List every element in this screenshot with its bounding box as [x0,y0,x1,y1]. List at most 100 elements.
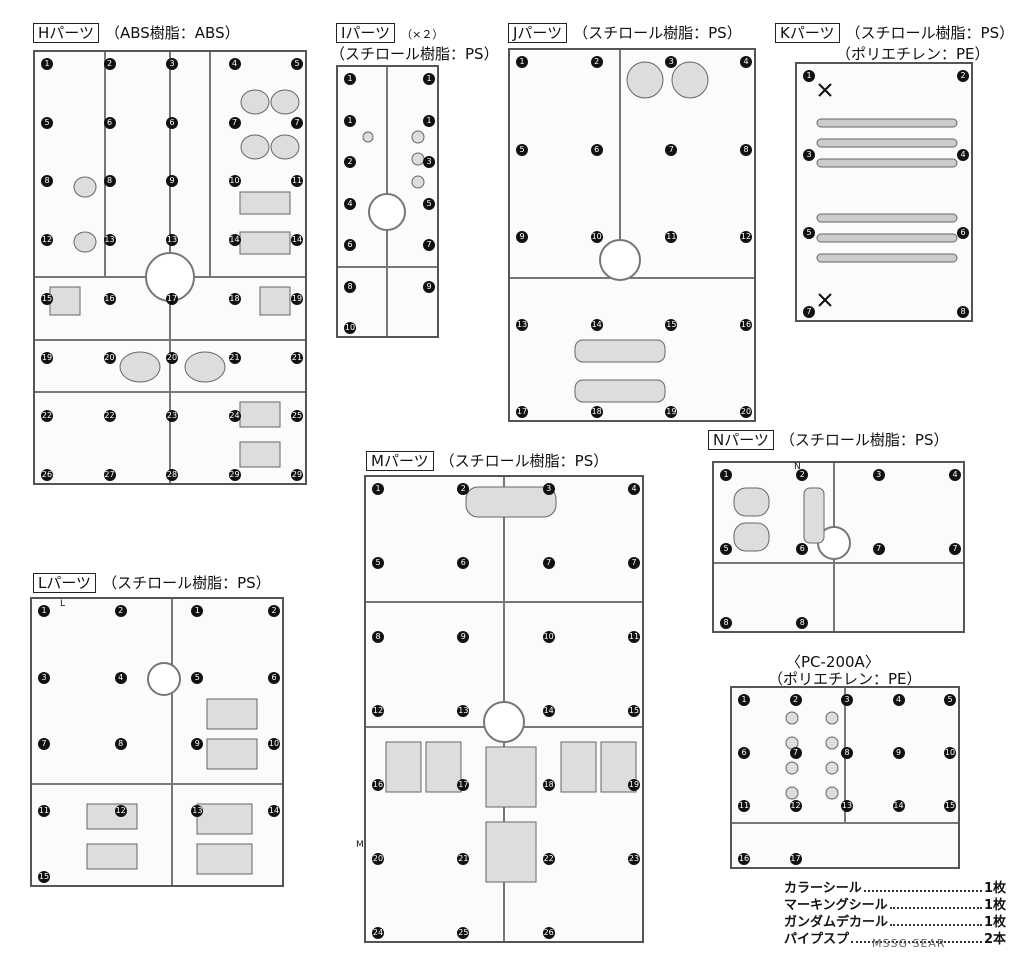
runner-pc-gates [732,688,958,824]
part-number-l: 12 [114,804,127,817]
part-number-j: 15 [665,318,678,331]
part-number-l: 13 [191,804,204,817]
part-number-m: 21 [457,853,470,865]
runner-j [508,48,756,422]
part-number-pc: 2 [789,694,802,706]
part-number-n: 6 [796,543,809,555]
part-number-h: 7 [291,116,303,129]
watermark: MSSG·SEAR [872,937,946,950]
runner-pc-material: （ポリエチレン：PE） [768,670,922,688]
part-number-h: 13 [103,234,116,247]
part-number-k: 3 [803,148,815,161]
part-number-pc: 3 [841,694,853,706]
part-number-m: 18 [542,779,555,791]
part-number-h: 19 [41,351,53,364]
runner-n-gates [714,463,963,631]
part-number-j: 1 [516,56,528,68]
part-number-pc: 16 [738,853,750,865]
part-number-j: 9 [516,231,528,243]
part-number-pc: 5 [944,694,956,706]
part-number-j: 8 [740,143,752,156]
part-number-h: 27 [103,469,116,481]
part-number-m: 2 [457,483,470,495]
part-number-i: 1 [344,73,356,85]
part-number-pc: 9 [892,747,905,759]
part-number-l: 2 [114,605,127,617]
runner-l [30,597,284,887]
part-number-i: 1 [423,73,435,85]
part-number-h: 20 [166,351,178,364]
part-number-i: 6 [344,239,356,251]
part-number-j: 19 [665,406,678,418]
part-number-j: 6 [590,143,603,156]
part-number-l: 5 [191,671,204,684]
part-number-m: 12 [372,705,384,717]
runner-m-tag: M [356,840,364,850]
part-number-h: 19 [291,292,303,305]
part-number-k: 4 [957,148,969,161]
part-number-l: 1 [191,605,204,617]
runner-k-label: Kパーツ（スチロール樹脂：PS） [775,23,1014,43]
part-number-m: 8 [372,631,384,643]
part-number-h: 7 [228,116,241,129]
part-number-h: 20 [103,351,116,364]
runner-i-gates [338,67,437,336]
part-number-h: 22 [41,410,53,423]
part-number-h: 22 [103,410,116,423]
part-number-pc: 8 [841,747,853,759]
part-number-m: 19 [628,779,640,791]
part-number-n: 8 [720,617,732,629]
part-number-k: 1 [803,70,815,82]
part-number-n: 5 [720,543,732,555]
part-number-j: 10 [590,231,603,243]
part-number-i: 1 [344,114,356,127]
part-number-m: 22 [542,853,555,865]
part-number-i: 3 [423,156,435,168]
part-number-m: 24 [372,927,384,939]
part-number-m: 7 [542,557,555,569]
part-number-i: 5 [423,197,435,210]
part-number-h: 26 [41,469,53,481]
part-number-i: 10 [344,322,356,334]
part-number-j: 11 [665,231,678,243]
part-number-m: 17 [457,779,470,791]
part-number-m: 5 [372,557,384,569]
runner-j-label: Jパーツ（スチロール樹脂：PS） [508,23,742,43]
part-number-j: 20 [740,406,752,418]
part-number-j: 13 [516,318,528,331]
runner-l-gates [32,599,282,885]
part-number-h: 17 [166,292,178,305]
part-number-l: 10 [268,738,280,750]
part-number-l: 14 [268,804,280,817]
part-number-pc: 11 [738,800,750,812]
part-number-h: 8 [41,175,53,188]
part-number-h: 12 [41,234,53,247]
part-number-j: 16 [740,318,752,331]
part-number-k: 8 [957,306,969,318]
part-number-h: 6 [103,116,116,129]
part-number-m: 25 [457,927,470,939]
part-number-h: 2 [103,58,116,70]
part-number-pc: 17 [789,853,802,865]
part-number-j: 17 [516,406,528,418]
part-number-i: 2 [344,156,356,168]
part-number-l: 11 [38,804,50,817]
part-number-m: 10 [542,631,555,643]
part-number-h: 14 [291,234,303,247]
part-number-h: 16 [103,292,116,305]
runner-l-tag: L [60,599,66,609]
part-number-k: 5 [803,227,815,240]
part-number-h: 13 [166,234,178,247]
part-number-l: 4 [114,671,127,684]
part-number-i: 8 [344,280,356,293]
runner-pc [730,686,960,869]
part-number-pc: 1 [738,694,750,706]
part-number-pc: 12 [789,800,802,812]
part-number-m: 13 [457,705,470,717]
part-number-n: 2 [796,469,809,481]
part-number-j: 4 [740,56,752,68]
runner-i-material: （スチロール樹脂：PS） [330,45,499,63]
part-number-i: 1 [423,114,435,127]
part-number-pc: 10 [944,747,956,759]
part-number-m: 14 [542,705,555,717]
